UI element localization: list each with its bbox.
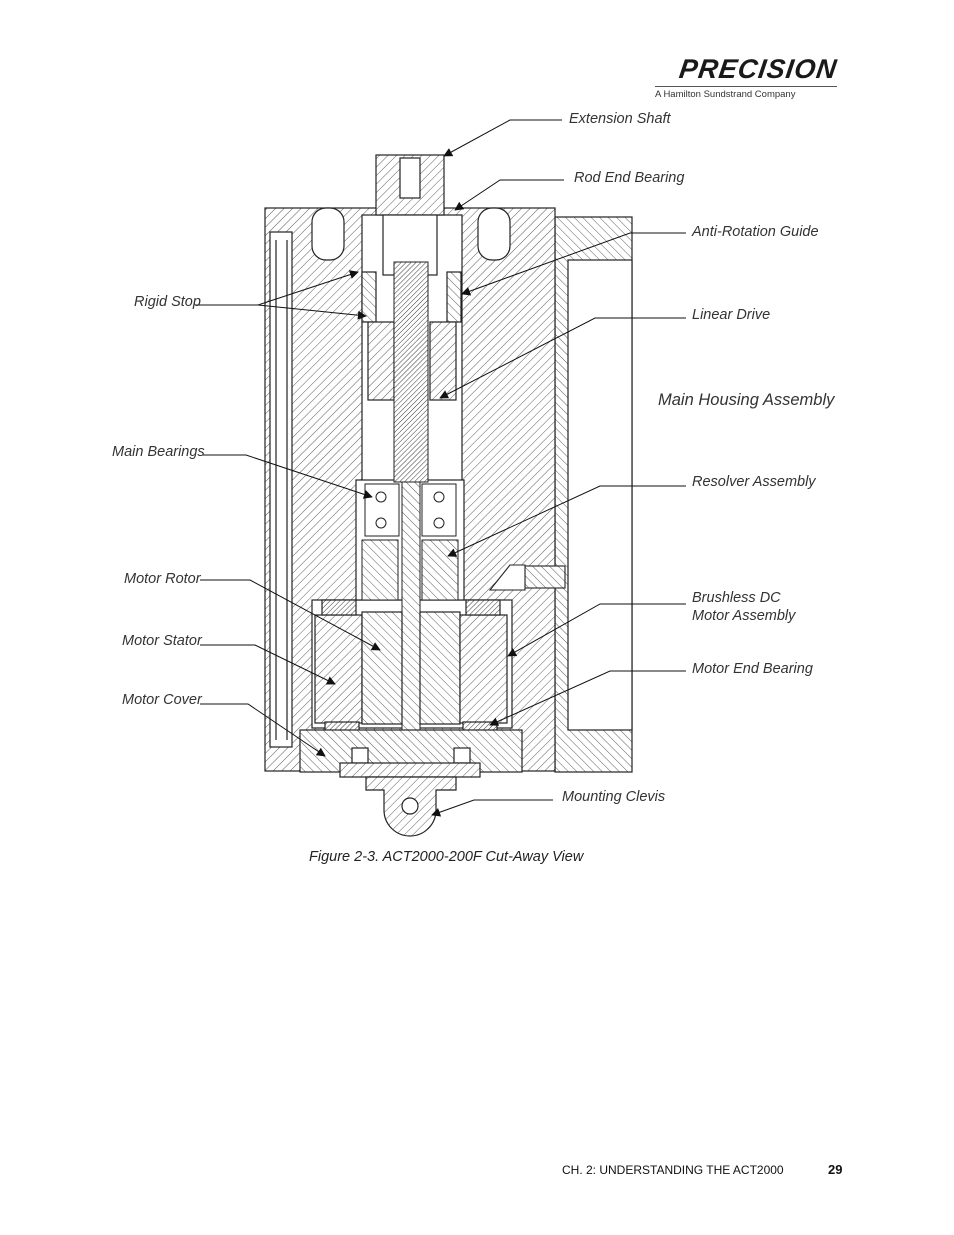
lead-screw-shape (393, 261, 429, 483)
label-motor-rotor: Motor Rotor (124, 571, 201, 587)
label-motor-cover: Motor Cover (122, 692, 202, 708)
label-motor-stator: Motor Stator (122, 633, 202, 649)
figure-caption: Figure 2-3. ACT2000-200F Cut-Away View (309, 849, 584, 865)
extension-shaft-shape (375, 154, 445, 276)
label-motor-assembly: Motor Assembly (692, 608, 796, 624)
label-rod-end-bearing: Rod End Bearing (574, 170, 685, 186)
label-main-bearings: Main Bearings (112, 444, 205, 460)
leader-lines (195, 119, 686, 817)
footer-chapter: CH. 2: UNDERSTANDING THE ACT2000 (562, 1163, 784, 1177)
page-number: 29 (828, 1162, 843, 1177)
label-linear-drive: Linear Drive (692, 307, 771, 323)
label-mounting-clevis: Mounting Clevis (562, 789, 666, 805)
label-rigid-stop: Rigid Stop (134, 294, 201, 310)
label-motor-end-bearing: Motor End Bearing (692, 661, 813, 677)
label-extension-shaft: Extension Shaft (569, 111, 671, 127)
label-brushless-dc: Brushless DC (692, 590, 781, 606)
motor-shape (314, 599, 508, 737)
label-anti-rotation-guide: Anti-Rotation Guide (692, 224, 819, 240)
connector-shape (488, 564, 566, 591)
logo-rule (655, 86, 837, 87)
label-resolver-assembly: Resolver Assembly (692, 474, 816, 490)
company-logo: PRECISION A Hamilton Sundstrand Company (655, 54, 839, 100)
rotor-shaft-shape (401, 481, 421, 768)
label-main-housing-assembly: Main Housing Assembly (658, 391, 835, 409)
logo-subtitle: A Hamilton Sundstrand Company (655, 89, 796, 100)
mounting-clevis-shape (339, 762, 481, 837)
